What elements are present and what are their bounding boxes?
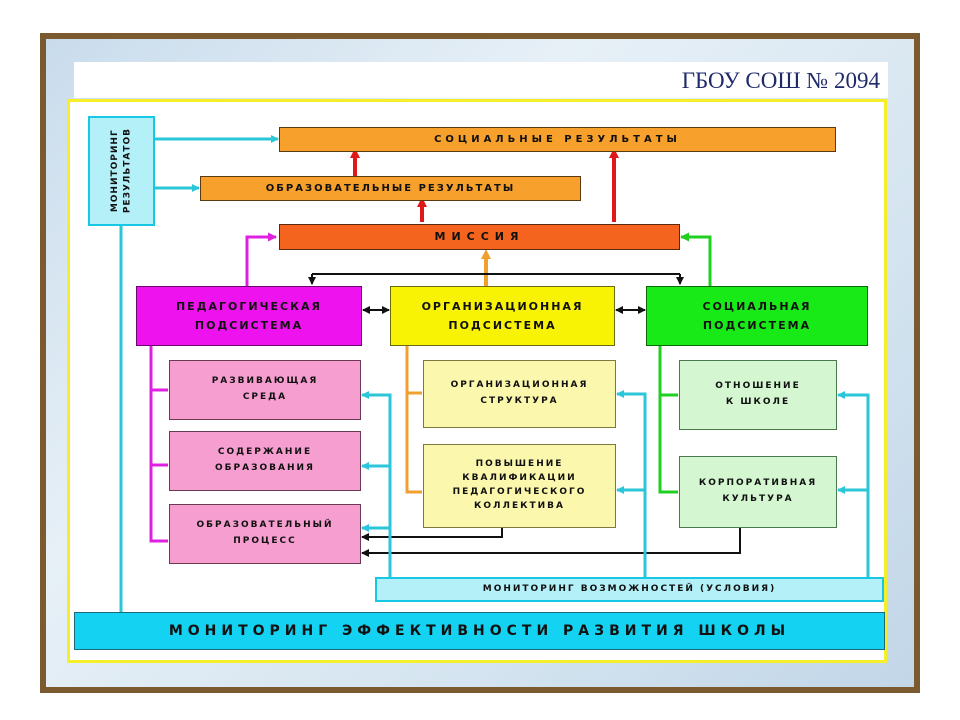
organizational-subsystem-box: ОРГАНИЗАЦИОННАЯ ПОДСИСТЕМА: [390, 286, 615, 346]
social-subsystem-box: СОЦИАЛЬНАЯ ПОДСИСТЕМА: [646, 286, 868, 346]
orange-tree: [405, 346, 422, 494]
education-content-label: СОДЕРЖАНИЕ ОБРАЗОВАНИЯ: [215, 447, 315, 473]
qualification-improvement-label: ПОВЫШЕНИЕ КВАЛИФИКАЦИИ ПЕДАГОГИЧЕСКОГО К…: [452, 459, 587, 511]
green-tree: [658, 346, 678, 494]
social-results-label: СОЦИАЛЬНЫЕ РЕЗУЛЬТАТЫ: [434, 133, 681, 145]
developing-environment-box: РАЗВИВАЮЩАЯ СРЕДА: [169, 360, 361, 420]
educational-process-box: ОБРАЗОВАТЕЛЬНЫЙ ПРОЦЕСС: [169, 504, 361, 564]
cyan-arrow-attitude: [837, 391, 870, 578]
cyan-arrow-environment: [361, 391, 392, 578]
social-results-box: СОЦИАЛЬНЫЕ РЕЗУЛЬТАТЫ: [279, 127, 836, 152]
organizational-structure-label: ОРГАНИЗАЦИОННАЯ СТРУКТУРА: [450, 380, 589, 406]
school-title: ГБОУ СОШ № 2094: [681, 68, 880, 93]
educational-results-box: ОБРАЗОВАТЕЛЬНЫЕ РЕЗУЛЬТАТЫ: [200, 176, 581, 201]
monitoring-effectiveness-label: МОНИТОРИНГ ЭФФЕКТИВНОСТИ РАЗВИТИЯ ШКОЛЫ: [168, 622, 791, 639]
educational-process-label: ОБРАЗОВАТЕЛЬНЫЙ ПРОЦЕСС: [196, 520, 334, 546]
header-band: [74, 62, 888, 98]
black-arrow-process-1: [361, 528, 503, 541]
educational-results-label: ОБРАЗОВАТЕЛЬНЫЕ РЕЗУЛЬТАТЫ: [265, 182, 516, 194]
organizational-structure-box: ОРГАНИЗАЦИОННАЯ СТРУКТУРА: [423, 360, 616, 428]
social-subsystem-label: СОЦИАЛЬНАЯ ПОДСИСТЕМА: [702, 299, 812, 332]
education-content-box: СОДЕРЖАНИЕ ОБРАЗОВАНИЯ: [169, 431, 361, 491]
corporate-culture-label: КОРПОРАТИВНАЯ КУЛЬТУРА: [698, 478, 818, 504]
attitude-to-school-box: ОТНОШЕНИЕ К ШКОЛЕ: [679, 360, 837, 430]
mission-label: МИССИЯ: [434, 230, 525, 244]
monitoring-results-box: МОНИТОРИНГ РЕЗУЛЬТАТОВ: [88, 116, 155, 226]
monitoring-opportunities-box: МОНИТОРИНГ ВОЗМОЖНОСТЕЙ (УСЛОВИЯ): [375, 577, 884, 602]
monitoring-effectiveness-box: МОНИТОРИНГ ЭФФЕКТИВНОСТИ РАЗВИТИЯ ШКОЛЫ: [74, 612, 885, 650]
green-arrow-mission: [680, 232, 712, 286]
corporate-culture-box: КОРПОРАТИВНАЯ КУЛЬТУРА: [679, 456, 837, 528]
magenta-tree: [149, 346, 168, 543]
magenta-arrow-mission: [245, 232, 277, 286]
monitoring-opportunities-label: МОНИТОРИНГ ВОЗМОЖНОСТЕЙ (УСЛОВИЯ): [482, 583, 777, 594]
organizational-subsystem-label: ОРГАНИЗАЦИОННАЯ ПОДСИСТЕМА: [421, 299, 584, 332]
monitoring-results-label: МОНИТОРИНГ РЕЗУЛЬТАТОВ: [109, 128, 133, 214]
cyan-arrow-org-structure: [616, 390, 647, 578]
black-arrow-process-2: [361, 528, 741, 557]
pedagogical-subsystem-box: ПЕДАГОГИЧЕСКАЯ ПОДСИСТЕМА: [136, 286, 362, 346]
mission-box: МИССИЯ: [279, 224, 680, 250]
attitude-to-school-label: ОТНОШЕНИЕ К ШКОЛЕ: [715, 381, 801, 407]
developing-environment-label: РАЗВИВАЮЩАЯ СРЕДА: [211, 376, 319, 402]
qualification-improvement-box: ПОВЫШЕНИЕ КВАЛИФИКАЦИИ ПЕДАГОГИЧЕСКОГО К…: [423, 444, 616, 528]
pedagogical-subsystem-label: ПЕДАГОГИЧЕСКАЯ ПОДСИСТЕМА: [175, 299, 323, 332]
